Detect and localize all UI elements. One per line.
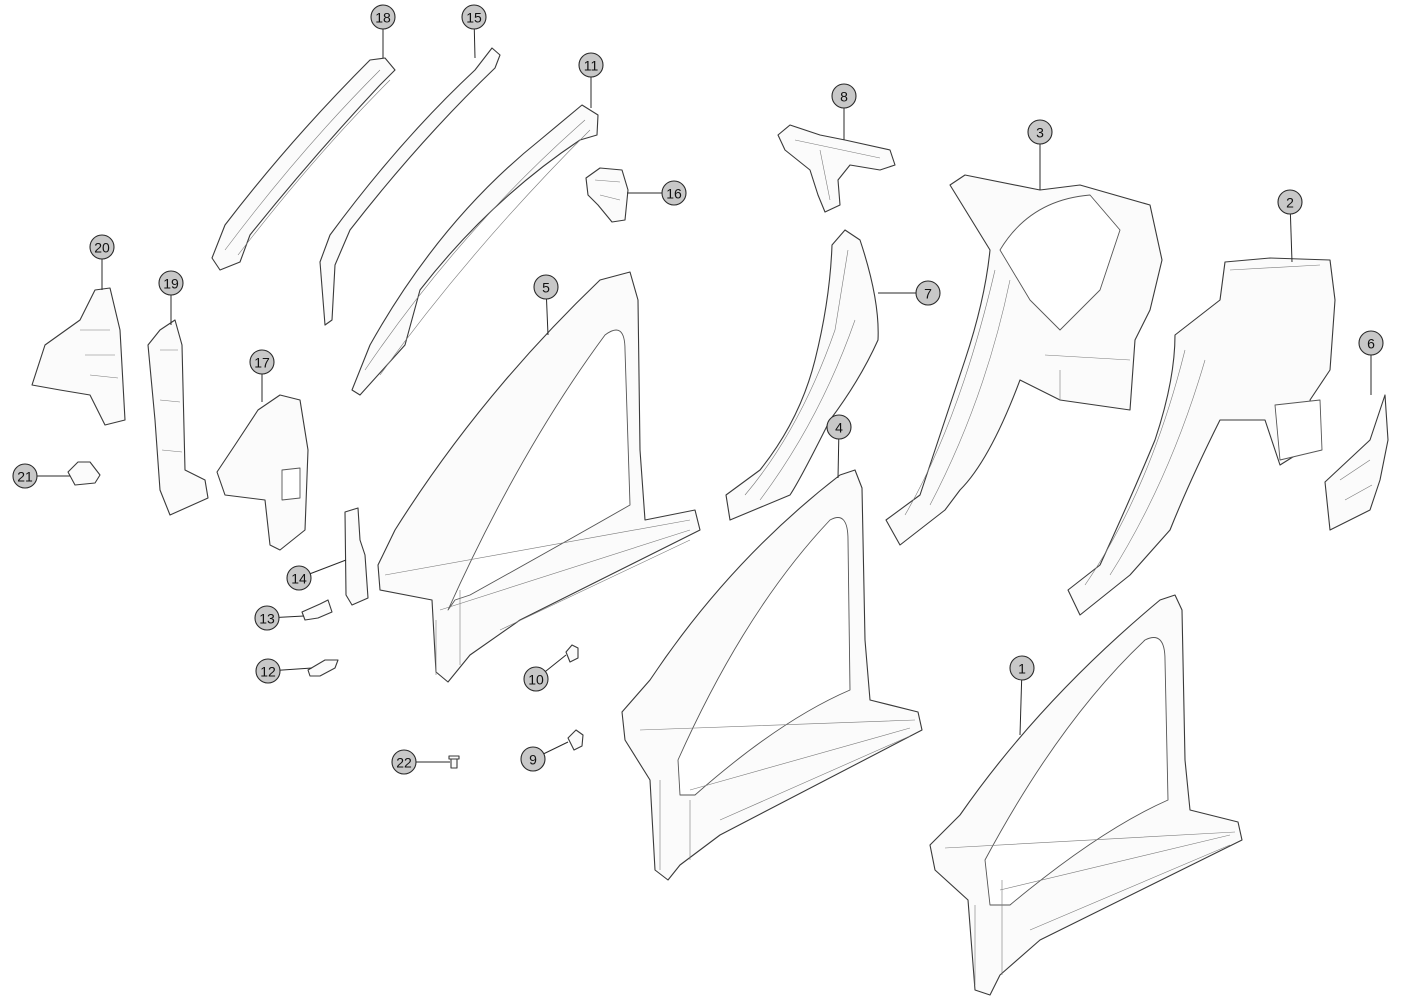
callout-circle xyxy=(370,4,396,30)
callout-circle xyxy=(1358,330,1384,356)
callout-number: 22 xyxy=(396,755,412,771)
part-6-wheelhouse-panel xyxy=(1324,394,1389,531)
part-10-clip xyxy=(565,644,579,663)
part-4-body-side-outer xyxy=(621,469,923,881)
callout-circle xyxy=(826,414,852,440)
callout-circle xyxy=(1277,189,1303,215)
callout-2: 2 xyxy=(1277,189,1303,263)
callout-number: 12 xyxy=(260,664,276,680)
callout-circle xyxy=(254,605,280,631)
part-17-lower-hinge-pillar xyxy=(216,394,309,551)
callout-number: 21 xyxy=(17,469,33,485)
callout-number: 7 xyxy=(924,286,932,302)
part-2-quarter-outer xyxy=(1067,257,1336,616)
callout-3: 3 xyxy=(1027,119,1053,190)
callout-circle xyxy=(89,234,115,260)
callout-number: 16 xyxy=(666,186,682,202)
callout-11: 11 xyxy=(578,52,604,108)
part-3-quarter-inner xyxy=(885,174,1163,546)
callout-7: 7 xyxy=(878,280,941,306)
callout-number: 17 xyxy=(254,355,270,371)
callout-6: 6 xyxy=(1358,330,1384,395)
callout-circle xyxy=(520,746,546,772)
callout-circle xyxy=(1009,655,1035,681)
callout-circle xyxy=(255,658,281,684)
part-1-body-side-outer xyxy=(929,594,1243,996)
callout-number: 2 xyxy=(1286,195,1294,211)
part-5-body-side-panel xyxy=(377,271,701,683)
part-21-bracket xyxy=(67,461,101,486)
callout-circle xyxy=(523,666,549,692)
callout-4: 4 xyxy=(826,414,852,479)
callout-14: 14 xyxy=(286,559,347,591)
callout-13: 13 xyxy=(254,605,305,631)
callout-circle xyxy=(915,280,941,306)
callout-number: 15 xyxy=(466,10,482,26)
callout-1: 1 xyxy=(1009,655,1035,736)
callout-number: 1 xyxy=(1018,661,1026,677)
part-9-clip xyxy=(567,729,584,751)
callout-number: 8 xyxy=(840,89,848,105)
callout-circle xyxy=(831,83,857,109)
callout-19: 19 xyxy=(158,270,184,325)
callout-10: 10 xyxy=(523,654,567,692)
callout-circle xyxy=(249,349,275,375)
callout-number: 13 xyxy=(259,611,275,627)
callout-circle xyxy=(12,463,38,489)
callout-16: 16 xyxy=(627,180,687,206)
callout-12: 12 xyxy=(255,658,313,684)
part-12-bracket xyxy=(307,659,339,677)
part-19-hinge-pillar-reinforcement xyxy=(147,319,209,516)
callout-number: 14 xyxy=(291,571,307,587)
callout-circle xyxy=(461,4,487,30)
callout-21: 21 xyxy=(12,463,70,489)
callout-circle xyxy=(1027,119,1053,145)
callout-number: 10 xyxy=(528,672,544,688)
callout-number: 20 xyxy=(94,240,110,256)
callout-number: 6 xyxy=(1367,336,1375,352)
part-8-upper-bracket xyxy=(777,124,896,213)
callout-circle xyxy=(661,180,687,206)
callout-number: 3 xyxy=(1036,125,1044,141)
callout-number: 19 xyxy=(163,276,179,292)
part-13-bracket xyxy=(301,599,333,621)
callout-number: 5 xyxy=(542,280,550,296)
part-11-roof-rail-outer xyxy=(351,104,599,396)
part-22-bolt xyxy=(448,755,460,769)
callout-9: 9 xyxy=(520,741,569,772)
callout-circle xyxy=(158,270,184,296)
part-14-vertical-reinforcement xyxy=(344,507,369,606)
callout-8: 8 xyxy=(831,83,857,140)
part-15-roof-rail-molding xyxy=(319,47,501,326)
callout-circle xyxy=(578,52,604,78)
callout-15: 15 xyxy=(461,4,487,59)
part-7-pillar-reinforcement xyxy=(725,229,879,521)
callout-20: 20 xyxy=(89,234,115,290)
callout-number: 9 xyxy=(529,752,537,768)
callout-18: 18 xyxy=(370,4,396,58)
part-18-rail-reinforcement xyxy=(211,57,396,271)
callout-22: 22 xyxy=(391,749,450,775)
callout-circle xyxy=(286,565,312,591)
part-16-bracket xyxy=(585,167,629,223)
part-20-hinge-pillar-inner xyxy=(31,287,126,426)
callout-number: 18 xyxy=(375,10,391,26)
callout-number: 11 xyxy=(584,58,599,74)
callout-circle xyxy=(533,274,559,300)
callout-17: 17 xyxy=(249,349,275,402)
callout-5: 5 xyxy=(533,274,559,336)
callout-number: 4 xyxy=(835,420,843,436)
callout-circle xyxy=(391,749,417,775)
